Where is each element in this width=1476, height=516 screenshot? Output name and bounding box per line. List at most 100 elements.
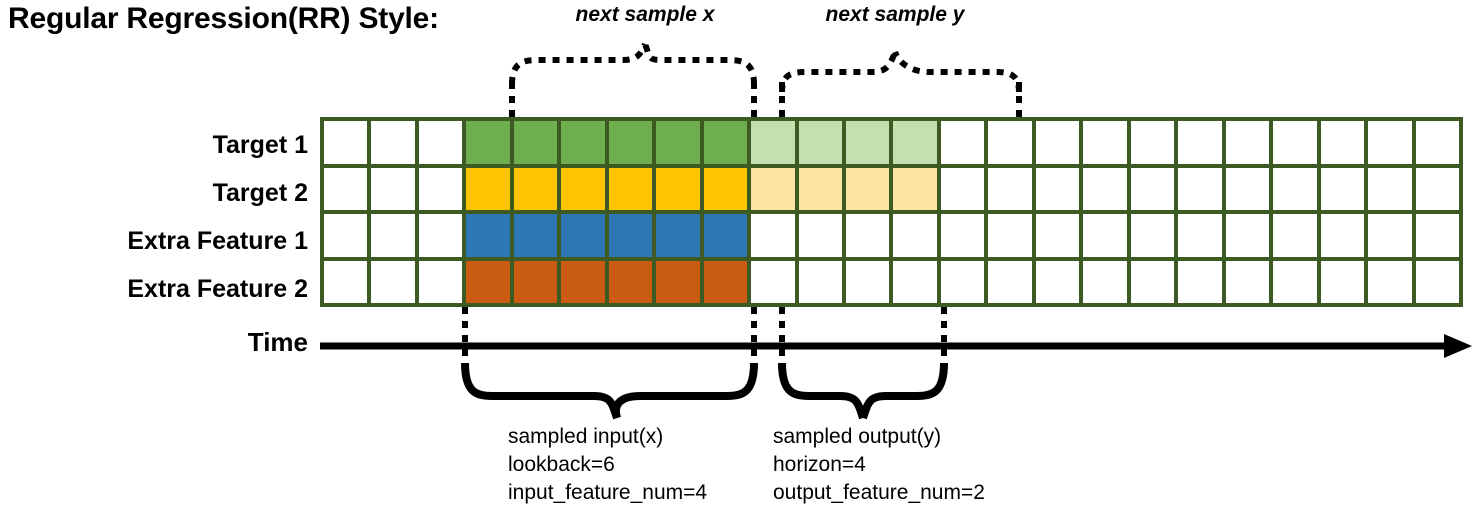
grid-cell-extra-feature-2-c22-empty: [1320, 260, 1365, 303]
grid-cell-target-2-c6-input: [561, 167, 605, 210]
grid-cell-target-2-c21-empty: [1273, 167, 1317, 210]
grid-cell-target-2-c15-empty: [988, 167, 1032, 210]
grid-cell-extra-feature-1-c17-empty: [1083, 214, 1127, 257]
grid-cell-extra-feature-2-c6-input: [561, 260, 605, 303]
brace-next-sample-x-right: [642, 42, 757, 85]
grid-cell-extra-feature-2-c10-empty: [751, 260, 795, 303]
grid-cell-extra-feature-2-c4-input: [466, 260, 510, 303]
grid-cell-target-1-c2-empty: [371, 121, 415, 164]
row-label-extra-feature-2: Extra Feature 2: [127, 275, 308, 303]
grid-cell-target-1-c3-empty: [418, 121, 463, 164]
grid-cell-target-2-c12-output: [846, 167, 890, 210]
grid-cell-target-1-c21-empty: [1273, 121, 1317, 164]
grid-cell-extra-feature-1-c2-empty: [371, 214, 415, 257]
sampled-input-title: sampled input(x): [508, 425, 664, 448]
grid-cell-extra-feature-1-c3-empty: [418, 214, 463, 257]
grid-cell-extra-feature-2-c1-empty: [324, 260, 368, 303]
brace-sampled-input-right: [611, 362, 758, 420]
grid-cell-target-1-c8-input: [656, 121, 700, 164]
row-label-column: Target 1 Target 2 Extra Feature 1 Extra …: [0, 117, 308, 307]
grid-cell-target-1-c6-input: [561, 121, 605, 164]
sampled-input-featnum: input_feature_num=4: [508, 480, 708, 504]
grid-cell-target-2-c24-empty: [1415, 167, 1459, 210]
grid-cell-target-2-c18-empty: [1130, 167, 1175, 210]
grid-cell-target-1-c15-empty: [988, 121, 1032, 164]
grid-cell-extra-feature-1-c6-input: [561, 214, 605, 257]
sampled-input-lookback: lookback=6: [508, 452, 615, 476]
time-axis-arrow: [320, 334, 1472, 358]
grid-cell-target-1-c23-empty: [1368, 121, 1412, 164]
grid-cell-target-2-c10-output: [751, 167, 795, 210]
timeline-grid: [320, 117, 1463, 307]
grid-cell-extra-feature-1-c19-empty: [1178, 214, 1222, 257]
brace-next-sample-y-left: [779, 50, 898, 93]
grid-cell-extra-feature-2-c11-empty: [798, 260, 843, 303]
sampled-output-caption: sampled output(y) horizon=4 output_featu…: [773, 423, 985, 507]
grid-cell-extra-feature-1-c20-empty: [1225, 214, 1270, 257]
grid-cell-target-2-c11-output: [798, 167, 843, 210]
brace-sampled-input-left: [461, 362, 621, 420]
grid-cell-extra-feature-1-c22-empty: [1320, 214, 1365, 257]
grid-cell-target-1-c19-empty: [1178, 121, 1222, 164]
grid-cell-target-1-c4-input: [466, 121, 510, 164]
grid-cell-extra-feature-1-c9-input: [703, 214, 748, 257]
grid-cell-extra-feature-1-c13-empty: [893, 214, 937, 257]
grid-cell-extra-feature-2-c21-empty: [1273, 260, 1317, 303]
grid-cell-target-1-c9-input: [703, 121, 748, 164]
grid-cell-target-2-c13-output: [893, 167, 937, 210]
grid-cell-extra-feature-1-c14-empty: [940, 214, 985, 257]
grid-cell-extra-feature-2-c19-empty: [1178, 260, 1222, 303]
grid-cell-extra-feature-1-c15-empty: [988, 214, 1032, 257]
next-sample-y-label: next sample y: [825, 3, 965, 26]
grid-cell-extra-feature-1-c18-empty: [1130, 214, 1175, 257]
grid-cell-target-2-c3-empty: [418, 167, 463, 210]
grid-cell-extra-feature-1-c24-empty: [1415, 214, 1459, 257]
grid-cell-target-1-c20-empty: [1225, 121, 1270, 164]
grid-cell-extra-feature-2-c17-empty: [1083, 260, 1127, 303]
grid-cell-extra-feature-2-c14-empty: [940, 260, 985, 303]
next-sample-x-label: next sample x: [575, 3, 715, 26]
grid-cell-extra-feature-2-c20-empty: [1225, 260, 1270, 303]
grid-cell-target-2-c5-input: [513, 167, 558, 210]
grid-cell-extra-feature-1-c10-empty: [751, 214, 795, 257]
grid-cell-extra-feature-1-c4-input: [466, 214, 510, 257]
grid-cell-target-1-c11-output: [798, 121, 843, 164]
grid-cell-target-1-c17-empty: [1083, 121, 1127, 164]
grid-cell-target-2-c19-empty: [1178, 167, 1222, 210]
grid-cell-extra-feature-2-c13-empty: [893, 260, 937, 303]
brace-next-sample-y-right: [892, 50, 1022, 93]
grid-cell-target-2-c8-input: [656, 167, 700, 210]
grid-cell-target-1-c7-input: [608, 121, 653, 164]
grid-cell-target-2-c14-empty: [940, 167, 985, 210]
grid-cell-target-1-c22-empty: [1320, 121, 1365, 164]
page-title: Regular Regression(RR) Style:: [8, 2, 439, 35]
grid-cell-extra-feature-1-c12-empty: [846, 214, 890, 257]
grid-cell-extra-feature-2-c23-empty: [1368, 260, 1412, 303]
grid-cell-extra-feature-2-c9-input: [703, 260, 748, 303]
grid-cell-extra-feature-2-c8-input: [656, 260, 700, 303]
grid-cell-extra-feature-1-c21-empty: [1273, 214, 1317, 257]
grid-cell-target-2-c7-input: [608, 167, 653, 210]
time-axis-label: Time: [247, 327, 308, 357]
grid-cell-extra-feature-2-c24-empty: [1415, 260, 1459, 303]
grid-cell-target-2-c1-empty: [324, 167, 368, 210]
grid-cell-target-1-c5-input: [513, 121, 558, 164]
grid-cell-extra-feature-2-c5-input: [513, 260, 558, 303]
grid-cell-extra-feature-1-c8-input: [656, 214, 700, 257]
grid-cell-extra-feature-1-c23-empty: [1368, 214, 1412, 257]
grid-cell-target-2-c2-empty: [371, 167, 415, 210]
grid-cell-extra-feature-2-c3-empty: [418, 260, 463, 303]
grid-cell-extra-feature-2-c18-empty: [1130, 260, 1175, 303]
grid-cell-extra-feature-2-c12-empty: [846, 260, 890, 303]
grid-cell-target-1-c10-output: [751, 121, 795, 164]
grid-cell-extra-feature-2-c16-empty: [1035, 260, 1080, 303]
row-label-extra-feature-1: Extra Feature 1: [127, 227, 308, 255]
brace-next-sample-x-left: [509, 42, 648, 85]
grid-cell-extra-feature-1-c16-empty: [1035, 214, 1080, 257]
sampled-output-horizon: horizon=4: [773, 452, 866, 476]
grid-cell-target-1-c1-empty: [324, 121, 368, 164]
sampled-output-featnum: output_feature_num=2: [773, 480, 985, 504]
grid-cell-target-1-c14-empty: [940, 121, 985, 164]
grid-cell-target-1-c18-empty: [1130, 121, 1175, 164]
